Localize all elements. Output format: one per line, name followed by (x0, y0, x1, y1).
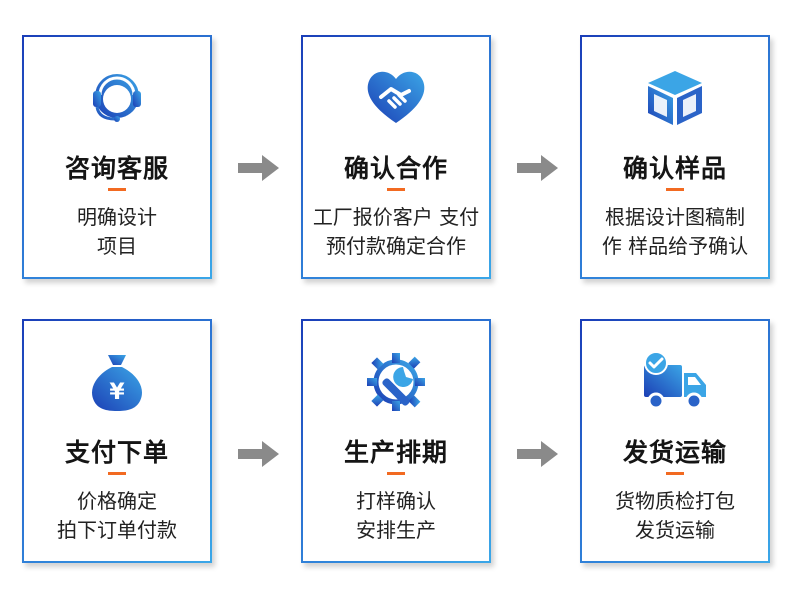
right-arrow-icon (238, 440, 280, 468)
step-title: 发货运输 (622, 438, 727, 467)
step-title: 生产排期 (343, 438, 448, 467)
gear-wrench-icon (359, 345, 433, 419)
title-underline (108, 188, 126, 191)
title-underline (387, 472, 405, 475)
step-description: 货物质检打包 发货运输 (615, 489, 735, 542)
step-description: 根据设计图稿制 作 样品给予确认 (601, 205, 749, 258)
step-title: 支付下单 (64, 438, 169, 467)
right-arrow-icon (238, 154, 280, 182)
right-arrow-icon (517, 154, 559, 182)
step-card-confirm-cooperation: 确认合作 工厂报价客户 支付 预付款确定合作 (301, 35, 491, 279)
right-arrow-icon (517, 440, 559, 468)
step-description: 打样确认 安排生产 (356, 489, 436, 542)
title-underline (666, 188, 684, 191)
step-card-production-schedule: 生产排期 打样确认 安排生产 (301, 319, 491, 563)
step-card-consult: 咨询客服 明确设计 项目 (22, 35, 212, 279)
step-title: 确认样品 (622, 154, 727, 183)
step-description: 工厂报价客户 支付 预付款确定合作 (312, 205, 480, 258)
step-card-place-order: ¥ 支付下单 价格确定 拍下订单付款 (22, 319, 212, 563)
title-underline (387, 188, 405, 191)
delivery-truck-icon (638, 345, 712, 419)
handshake-icon (359, 61, 433, 135)
step-description: 明确设计 项目 (77, 205, 157, 258)
step-title: 咨询客服 (64, 154, 169, 183)
box-icon (638, 61, 712, 135)
headset-icon (80, 61, 154, 135)
step-title: 确认合作 (343, 154, 448, 183)
step-card-confirm-sample: 确认样品 根据设计图稿制 作 样品给予确认 (580, 35, 770, 279)
step-description: 价格确定 拍下订单付款 (57, 489, 177, 542)
title-underline (666, 472, 684, 475)
step-card-shipping: 发货运输 货物质检打包 发货运输 (580, 319, 770, 563)
svg-text:¥: ¥ (109, 380, 125, 405)
money-bag-icon: ¥ (80, 345, 154, 419)
title-underline (108, 472, 126, 475)
